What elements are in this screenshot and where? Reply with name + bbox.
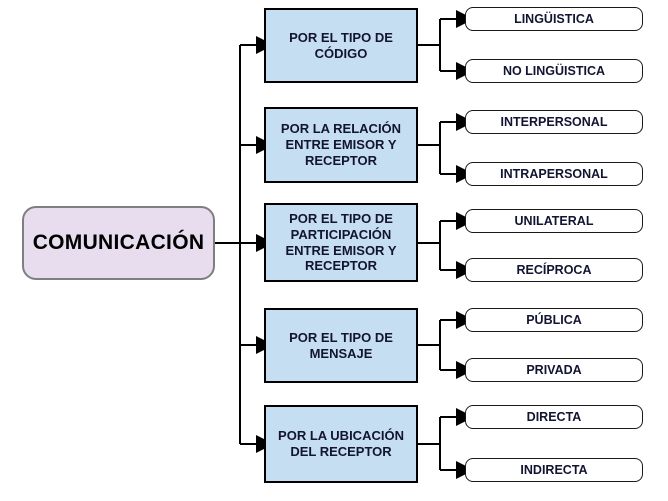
branch-node-relacion-emisor-receptor: POR LA RELACIÓN ENTRE EMISOR Y RECEPTOR: [264, 107, 418, 183]
leaf-node-publica: PÚBLICA: [465, 308, 643, 332]
leaf-node-no-linguistica: NO LINGÜISTICA: [465, 59, 643, 83]
leaf-node-indirecta: INDIRECTA: [465, 458, 643, 482]
leaf-node-intrapersonal: INTRAPERSONAL: [465, 162, 643, 186]
leaf-node-linguistica: LINGÜISTICA: [465, 7, 643, 31]
root-node-comunicacion: COMUNICACIÓN: [22, 206, 215, 280]
leaf-node-interpersonal: INTERPERSONAL: [465, 110, 643, 134]
leaf-node-directa: DIRECTA: [465, 405, 643, 429]
branch-node-tipo-participacion: POR EL TIPO DE PARTICIPACIÓN ENTRE EMISO…: [264, 203, 418, 282]
leaf-node-unilateral: UNILATERAL: [465, 209, 643, 233]
branch-node-tipo-mensaje: POR EL TIPO DE MENSAJE: [264, 308, 418, 383]
leaf-node-privada: PRIVADA: [465, 358, 643, 382]
leaf-node-reciproca: RECÍPROCA: [465, 258, 643, 282]
branch-node-ubicacion-receptor: POR LA UBICACIÓN DEL RECEPTOR: [264, 405, 418, 483]
branch-node-tipo-codigo: POR EL TIPO DE CÓDIGO: [264, 8, 418, 83]
